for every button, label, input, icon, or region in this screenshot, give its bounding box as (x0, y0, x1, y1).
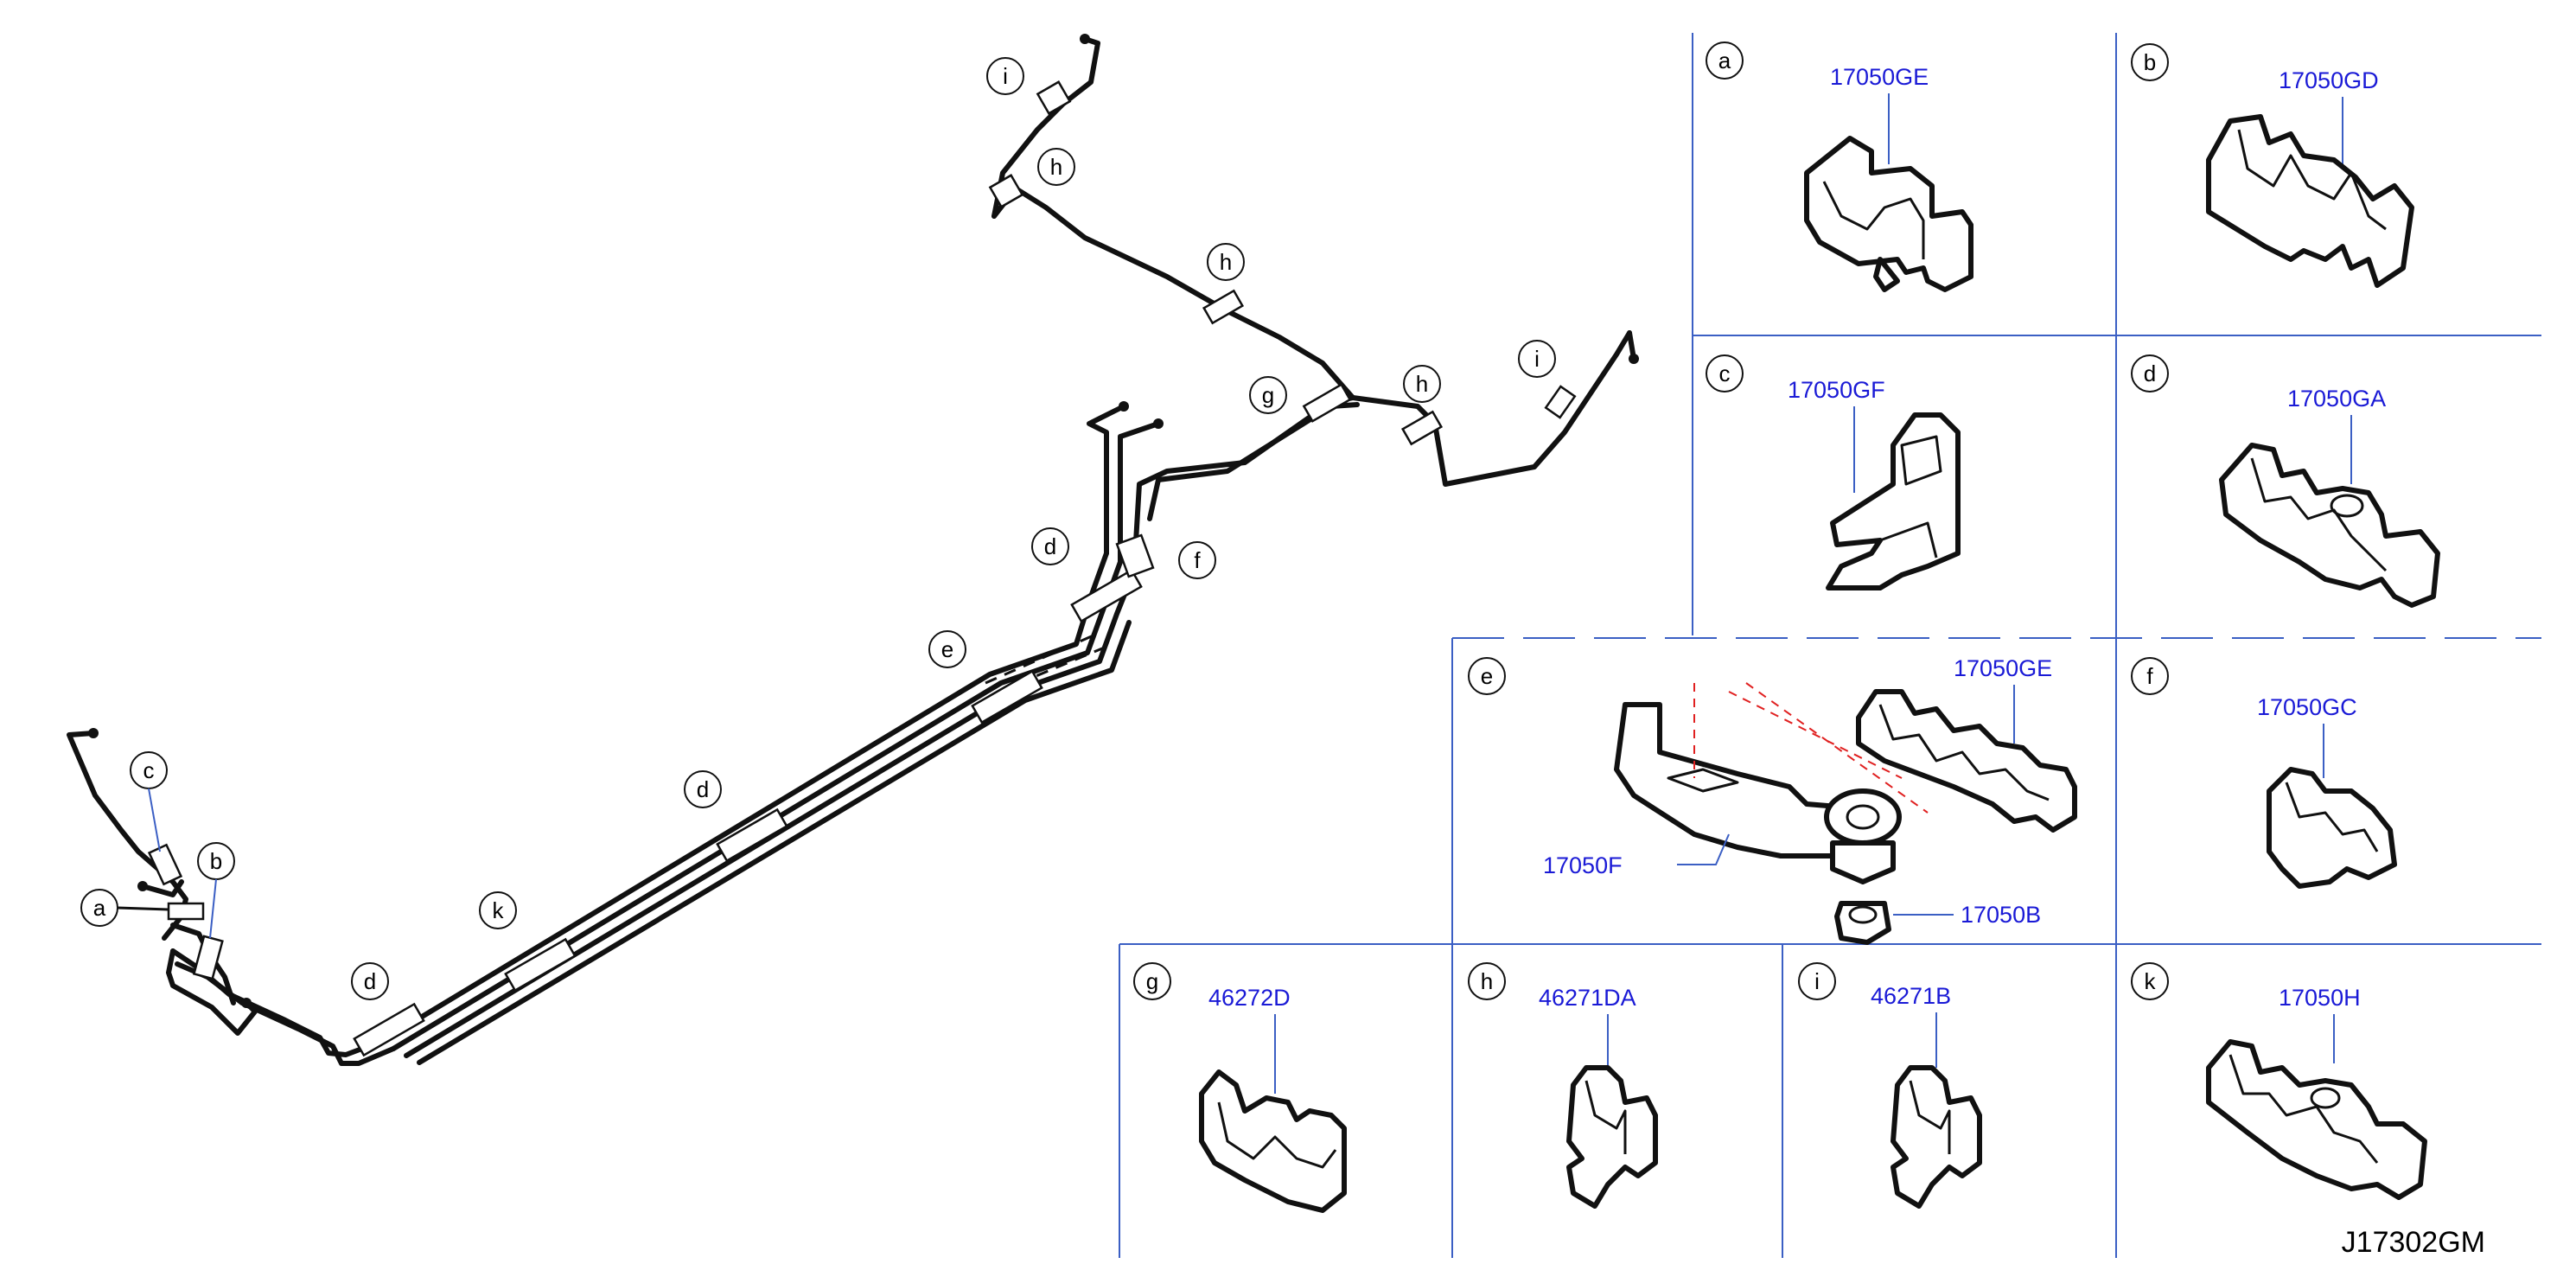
part-number-e[interactable]: 17050GE (1954, 655, 2052, 681)
svg-text:e: e (1481, 663, 1493, 689)
panel-f: f 17050GC (2131, 657, 2397, 889)
callout-f: f (1178, 541, 1216, 579)
svg-text:c: c (143, 757, 155, 783)
svg-text:a: a (93, 895, 106, 921)
callout-d-1: d (351, 962, 389, 1000)
svg-text:b: b (2144, 49, 2156, 75)
part-number-b[interactable]: 17050GD (2279, 67, 2379, 93)
clip-17050GF-drawing (1826, 412, 1961, 590)
clip-46271DA-drawing (1566, 1065, 1658, 1209)
svg-text:k: k (2145, 968, 2157, 994)
callout-d-2: d (684, 770, 722, 808)
panel-h: h 46271DA (1468, 962, 1658, 1209)
part-number-i[interactable]: 46271B (1871, 983, 1951, 1009)
part-number-h[interactable]: 46271DA (1539, 985, 1636, 1011)
part-number-d[interactable]: 17050GA (2287, 386, 2386, 412)
callout-i-1: i (986, 57, 1024, 95)
svg-text:i: i (1534, 346, 1540, 372)
callout-b: b (197, 842, 235, 939)
bracket-17050F-drawing (1614, 702, 1870, 859)
clip-17050H-drawing (2206, 1039, 2427, 1200)
svg-text:e: e (941, 636, 953, 662)
svg-text:d: d (2144, 361, 2156, 386)
part-number-c[interactable]: 17050GF (1788, 377, 1885, 403)
clip-17050GE-drawing (1804, 136, 1973, 292)
part-number-17050F[interactable]: 17050F (1543, 852, 1623, 878)
svg-text:i: i (1003, 63, 1008, 89)
svg-text:d: d (1044, 533, 1056, 559)
svg-text:h: h (1481, 968, 1493, 994)
callout-h-3: h (1037, 148, 1075, 186)
svg-text:c: c (1719, 361, 1731, 386)
svg-text:h: h (1220, 249, 1232, 275)
diagram-code: J17302GM (2342, 1226, 2485, 1259)
brake-pipe-routing (67, 34, 1639, 1066)
clip-46272D-drawing (1199, 1069, 1347, 1213)
panel-k: k 17050H (2131, 962, 2427, 1200)
part-number-k[interactable]: 17050H (2279, 985, 2361, 1011)
pipe-callouts: a b c d k d e d f g h h h i i (80, 57, 1556, 1000)
pipe-clips (147, 80, 1577, 1057)
clip-17050GE-e-drawing (1856, 689, 2077, 833)
svg-text:f: f (2146, 663, 2153, 689)
callout-g: g (1249, 376, 1287, 414)
svg-text:g: g (1262, 382, 1274, 408)
svg-text:h: h (1050, 154, 1062, 180)
svg-text:g: g (1146, 968, 1158, 994)
panel-g: g 46272D (1133, 962, 1347, 1213)
part-number-f[interactable]: 17050GC (2257, 694, 2357, 720)
callout-h-1: h (1403, 365, 1441, 403)
callout-c: c (130, 751, 168, 852)
callout-e: e (928, 630, 966, 668)
clip-17050GA-drawing (2219, 443, 2440, 608)
svg-text:b: b (210, 848, 222, 874)
svg-text:h: h (1416, 371, 1428, 397)
svg-text:f: f (1194, 547, 1201, 573)
svg-text:i: i (1814, 968, 1820, 994)
part-number-g[interactable]: 46272D (1208, 985, 1291, 1011)
callout-h-2: h (1207, 243, 1245, 281)
panel-a: a 17050GE (1706, 41, 1973, 292)
panel-b: b 17050GD (2131, 43, 2414, 288)
panel-e: e 17050GE 17050B 17050F (1468, 655, 2077, 945)
svg-text:d: d (697, 776, 709, 802)
panel-c: c 17050GF (1706, 354, 1961, 590)
callout-d-3: d (1031, 527, 1069, 565)
callout-k: k (479, 891, 517, 929)
panel-d: d 17050GA (2131, 354, 2440, 608)
callout-i-2: i (1518, 340, 1556, 378)
svg-text:a: a (1718, 48, 1731, 73)
svg-text:d: d (364, 968, 376, 994)
svg-text:k: k (493, 897, 505, 923)
callout-a: a (80, 889, 169, 927)
clip-46271B-drawing (1891, 1065, 1982, 1209)
clip-17050GC-drawing (2267, 767, 2397, 889)
part-number-a[interactable]: 17050GE (1830, 64, 1929, 90)
panel-i: i 46271B (1798, 962, 1982, 1209)
clip-17050GD-drawing (2206, 114, 2414, 288)
part-number-17050B[interactable]: 17050B (1961, 902, 2041, 928)
panel-grid (1119, 33, 2541, 1258)
